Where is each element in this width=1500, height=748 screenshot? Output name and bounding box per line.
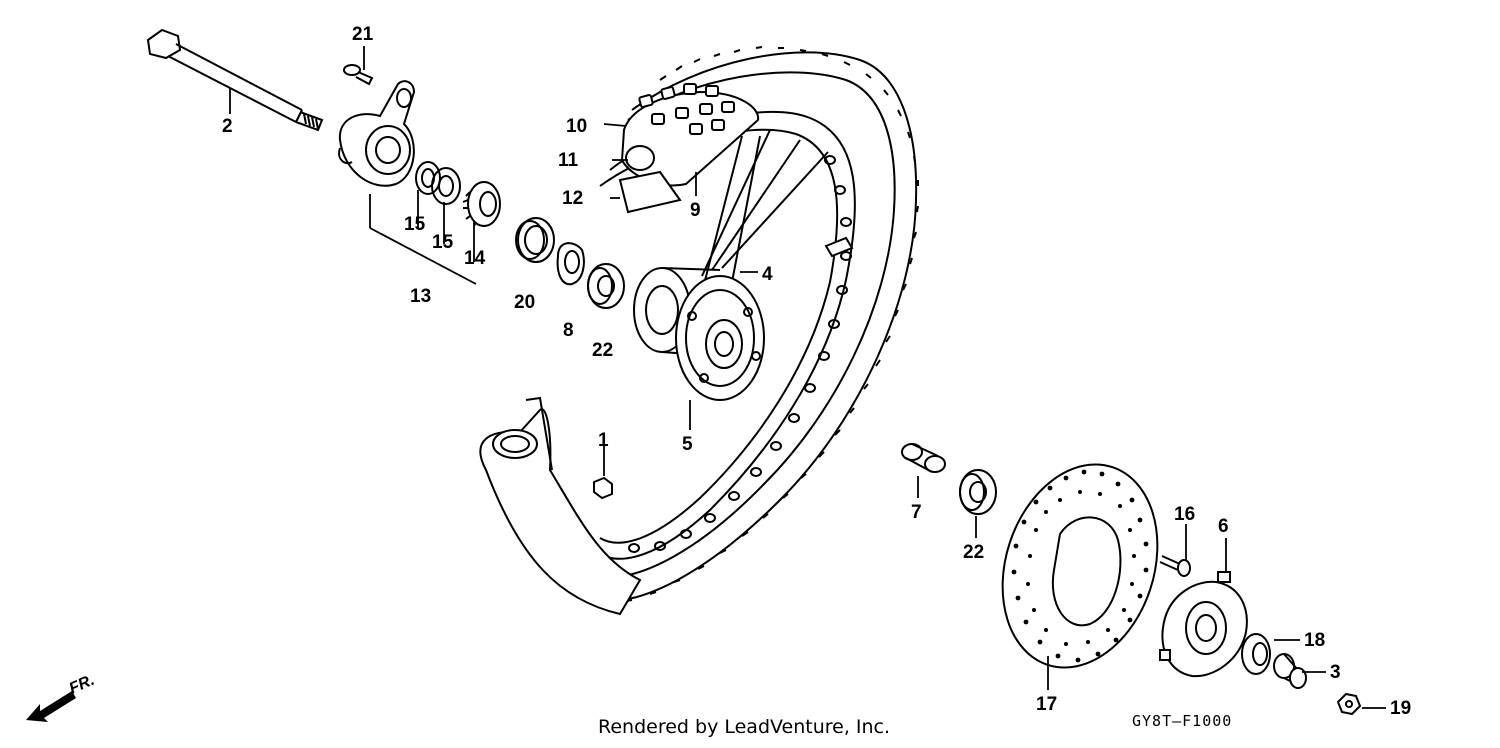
speedometer-gearbox-retainer [1159,571,1248,678]
callout-14: 14 [464,248,486,269]
callout-18: 19 [1390,698,1411,719]
callout-12: 12 [562,188,583,209]
callout-2: 2 [222,116,233,137]
axle-nut [1336,692,1362,716]
side-collar [1273,653,1307,689]
spokes [699,129,829,301]
callout-16: 17 [1036,694,1057,715]
radial-bearing [587,263,625,309]
callout-13: 13 [410,286,431,307]
speedometer-gearbox [338,80,416,187]
callout-1: 1 [598,430,609,451]
brake-disc [1001,463,1159,669]
callout-9: 9 [690,200,701,221]
callout-11: 11 [558,150,579,171]
front-direction-indicator: FR. [26,668,121,724]
callout-10: 10 [566,116,587,137]
tire-cutaway [479,396,642,616]
speedometer-gear [462,181,501,227]
bearing-retainer [556,242,585,286]
disc-bolt [1159,555,1191,577]
thrust-washer [431,167,461,205]
callout-3: 3 [1330,662,1341,683]
thrust-washer [415,161,441,195]
screw [343,64,374,86]
callout-5: 5 [682,434,693,455]
callout-22-bottom: 22 [963,542,984,563]
radial-bearing [959,469,997,515]
callout-15-b: 15 [432,232,454,253]
spoke-nipple [593,476,613,500]
callout-6: 6 [1218,516,1229,537]
distance-collar [901,443,946,473]
callout-22-top: 22 [592,340,613,361]
rim-spoke-holes [628,155,852,553]
oil-seal [515,217,555,263]
callout-4: 4 [762,264,773,285]
callout-7: 7 [911,502,922,523]
dust-seal [1241,633,1271,675]
tire-tube-flap-cutaway [618,83,760,214]
rendered-by-footer: Rendered by LeadVenture, Inc. [598,716,891,738]
leader-lines [229,46,1386,709]
diagram-code: GY8T–F1000 [1132,712,1233,730]
callout-19: 18 [1304,630,1325,651]
callout-20: 20 [514,292,535,313]
callout-8: 8 [563,320,574,341]
callout-17: 16 [1174,504,1195,525]
front-wheel-hub [633,267,765,401]
callout-21: 21 [352,24,374,45]
part-callouts: 21 2 10 11 12 9 15 15 14 13 20 8 22 4 5 … [222,24,1411,719]
direction-arrow-icon: FR. [26,672,97,722]
direction-label: FR. [67,672,97,698]
callout-15-a: 15 [404,214,426,235]
front-axle [146,28,324,132]
